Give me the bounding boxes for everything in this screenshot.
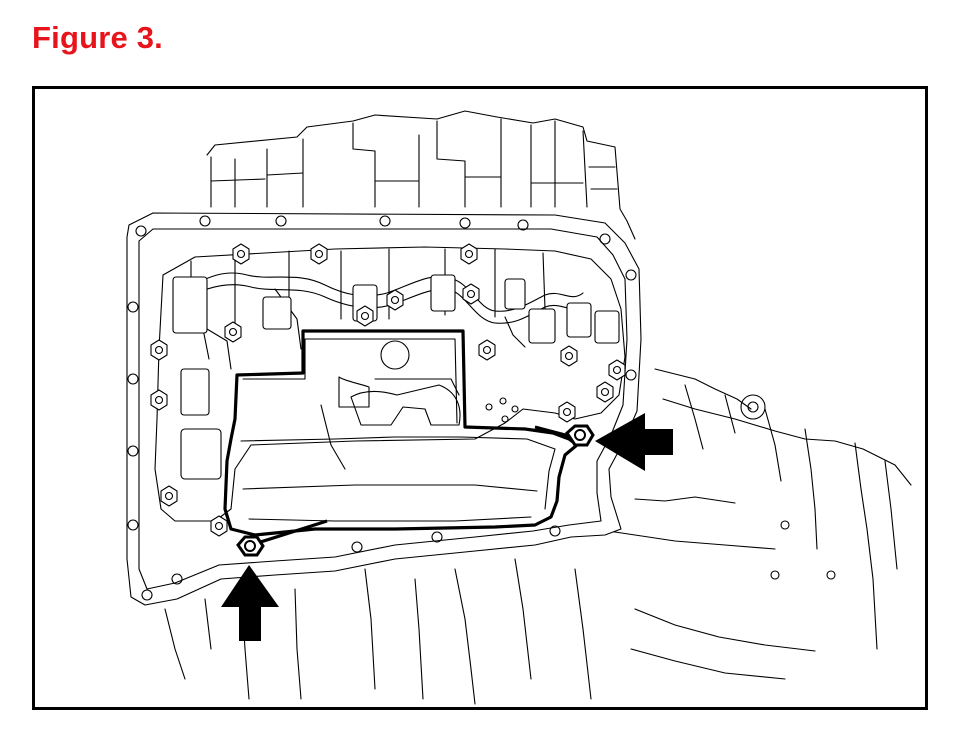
figure-title: Figure 3. xyxy=(32,20,163,55)
left-bolt-arrow xyxy=(221,565,279,641)
right-bolt-arrow xyxy=(595,413,673,471)
right-bolt xyxy=(565,424,595,447)
strainer-gasket-line xyxy=(250,425,574,547)
solenoids xyxy=(172,274,620,480)
valve-body-bolts xyxy=(150,243,626,537)
valve-body xyxy=(150,243,626,537)
left-bolt xyxy=(236,535,265,557)
transmission-case xyxy=(164,110,912,705)
oil-strainer xyxy=(223,329,579,537)
diagram-frame xyxy=(32,86,928,710)
transmission-diagram xyxy=(126,110,912,705)
oil-pan-flange xyxy=(126,212,642,606)
